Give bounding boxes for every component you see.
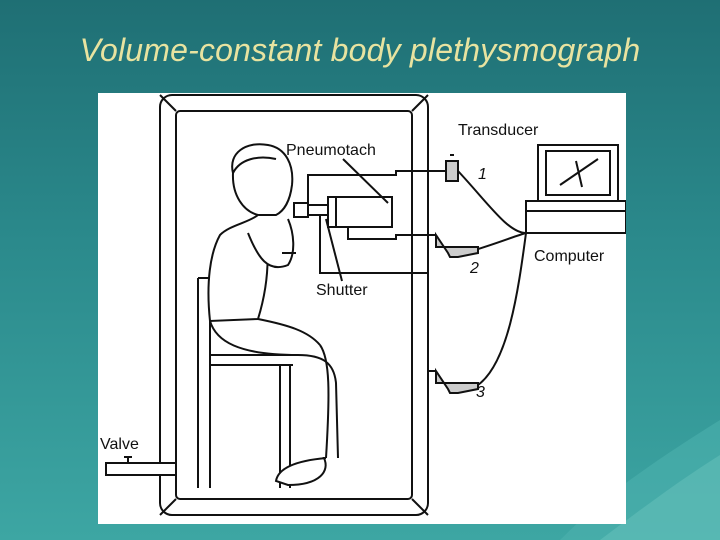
label-transducer-2: 2 <box>469 260 479 277</box>
transducer-1 <box>428 154 459 182</box>
label-valve: Valve <box>100 436 139 453</box>
computer-icon <box>525 144 626 234</box>
transducer-3 <box>428 367 479 394</box>
label-transducer: Transducer <box>458 122 539 139</box>
pneumotach-assembly <box>293 170 428 274</box>
box-outer-wall <box>159 94 429 516</box>
diagram-canvas: Transducer Pneumotach Shutter Computer V… <box>100 94 626 516</box>
slide-title: Volume-constant body plethysmograph <box>79 32 641 68</box>
label-transducer-3: 3 <box>476 384 485 401</box>
plethysmograph-diagram: Transducer Pneumotach Shutter Computer V… <box>98 93 626 524</box>
label-pneumotach: Pneumotach <box>286 142 376 159</box>
box-inner-wall <box>175 110 413 500</box>
transducer-2 <box>428 231 479 258</box>
valve-icon <box>105 456 177 476</box>
label-computer: Computer <box>534 248 605 265</box>
seated-person <box>207 143 339 487</box>
label-transducer-1: 1 <box>478 166 487 183</box>
label-shutter: Shutter <box>316 282 368 299</box>
